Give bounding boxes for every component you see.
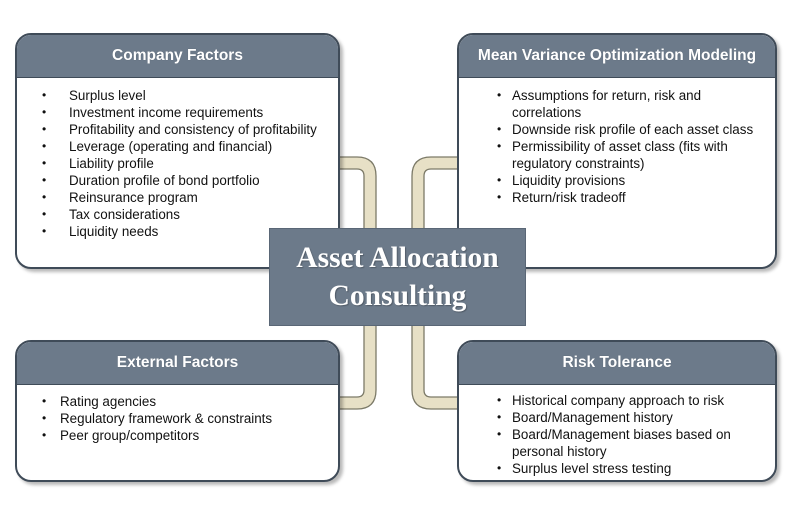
- panel-title-company-factors: Company Factors: [17, 35, 338, 78]
- list-item: Permissibility of asset class (fits with…: [497, 138, 765, 172]
- list-item: Duration profile of bond portfolio: [42, 172, 330, 189]
- list-item: Investment income requirements: [42, 104, 330, 121]
- list-item: Historical company approach to risk: [497, 392, 765, 409]
- list-item: Liability profile: [42, 155, 330, 172]
- center-title-line-2: Consulting: [328, 280, 467, 312]
- list-item: Leverage (operating and financial): [42, 138, 330, 155]
- panel-title-risk-tolerance: Risk Tolerance: [459, 342, 775, 385]
- mean-variance-optimization-panel: Mean Variance Optimization Modeling Assu…: [457, 33, 777, 269]
- list-item: Board/Management biases based on persona…: [497, 426, 765, 460]
- list-item: Tax considerations: [42, 206, 330, 223]
- list-item: Assumptions for return, risk and correla…: [497, 87, 765, 121]
- risk-tolerance-list: Historical company approach to risk Boar…: [459, 385, 775, 477]
- company-factors-list: Surplus level Investment income requirem…: [17, 78, 338, 240]
- external-factors-panel: External Factors Rating agencies Regulat…: [15, 340, 340, 482]
- mean-variance-optimization-list: Assumptions for return, risk and correla…: [459, 78, 775, 206]
- list-item: Liquidity provisions: [497, 172, 765, 189]
- list-item: Reinsurance program: [42, 189, 330, 206]
- panel-title-mean-variance-optimization: Mean Variance Optimization Modeling: [459, 35, 775, 78]
- list-item: Board/Management history: [497, 409, 765, 426]
- list-item: Liquidity needs: [42, 223, 330, 240]
- risk-tolerance-panel: Risk Tolerance Historical company approa…: [457, 340, 777, 482]
- list-item: Downside risk profile of each asset clas…: [497, 121, 765, 138]
- list-item: Profitability and consistency of profita…: [42, 121, 330, 138]
- list-item: Regulatory framework & constraints: [42, 410, 330, 427]
- center-title-box: Asset Allocation Consulting: [269, 228, 526, 326]
- external-factors-list: Rating agencies Regulatory framework & c…: [17, 385, 338, 444]
- list-item: Surplus level: [42, 87, 330, 104]
- list-item: Surplus level stress testing: [497, 460, 765, 477]
- list-item: Rating agencies: [42, 393, 330, 410]
- panel-title-external-factors: External Factors: [17, 342, 338, 385]
- center-title-line-1: Asset Allocation: [296, 242, 499, 274]
- list-item: Peer group/competitors: [42, 427, 330, 444]
- list-item: Return/risk tradeoff: [497, 189, 765, 206]
